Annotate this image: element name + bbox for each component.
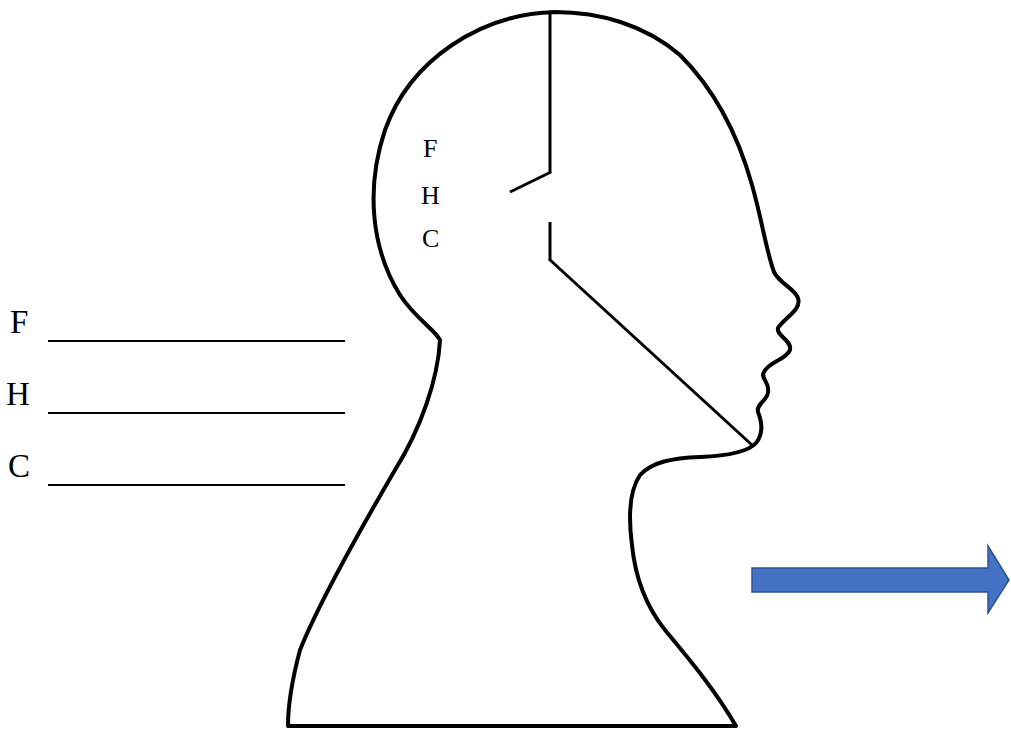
divider-line bbox=[549, 222, 552, 260]
answer-letter: H bbox=[6, 378, 30, 411]
answer-blank bbox=[48, 484, 345, 486]
region-letter: H bbox=[421, 183, 440, 209]
region-letter: C bbox=[422, 226, 439, 252]
head-silhouette bbox=[288, 12, 799, 726]
region-letter: F bbox=[423, 136, 437, 162]
direction-arrow bbox=[752, 546, 1009, 613]
answer-letter: C bbox=[8, 450, 30, 483]
divider-line bbox=[510, 172, 551, 192]
divider-line bbox=[549, 259, 752, 445]
answer-letter: F bbox=[10, 306, 28, 339]
answer-blank bbox=[48, 412, 345, 414]
divider-line bbox=[549, 12, 552, 173]
answer-blank bbox=[48, 340, 345, 342]
